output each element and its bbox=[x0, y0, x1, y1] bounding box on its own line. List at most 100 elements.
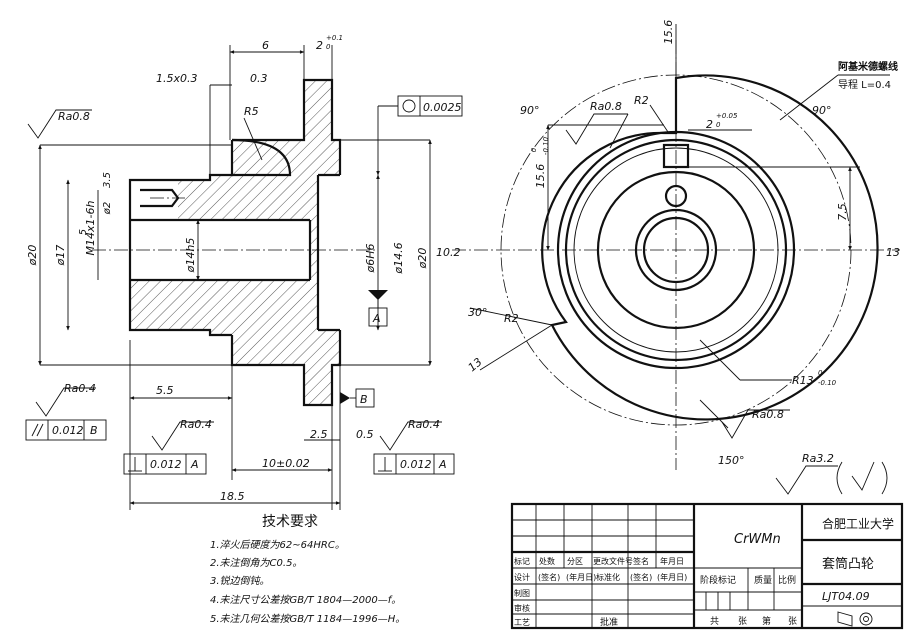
svg-text:A: A bbox=[190, 458, 199, 471]
svg-text:更改文件号: 更改文件号 bbox=[593, 556, 633, 566]
svg-text:张: 张 bbox=[788, 616, 797, 627]
svg-text:第: 第 bbox=[762, 615, 771, 627]
svg-text:0.012: 0.012 bbox=[52, 424, 84, 437]
svg-text:ø14h5: ø14h5 bbox=[184, 238, 197, 274]
svg-text:3.5: 3.5 bbox=[102, 172, 113, 188]
svg-text:Ra0.4: Ra0.4 bbox=[64, 382, 96, 395]
projection-symbol bbox=[837, 611, 853, 627]
svg-text:30°: 30° bbox=[468, 306, 488, 319]
svg-text:ø14.6: ø14.6 bbox=[392, 242, 405, 274]
svg-text:(年月日): (年月日) bbox=[566, 572, 596, 582]
hatch-body bbox=[130, 80, 340, 405]
svg-text:CrWMn: CrWMn bbox=[734, 532, 781, 547]
svg-text:R2: R2 bbox=[504, 312, 519, 325]
svg-text:-0.10: -0.10 bbox=[542, 136, 550, 155]
svg-text:阶段标记: 阶段标记 bbox=[700, 574, 736, 586]
svg-text:7.5: 7.5 bbox=[836, 203, 849, 221]
svg-text:(年月日): (年月日) bbox=[657, 572, 687, 582]
svg-text:比例: 比例 bbox=[778, 574, 796, 586]
svg-text:(签名): (签名) bbox=[630, 572, 652, 582]
svg-text:共: 共 bbox=[710, 616, 719, 627]
svg-text:Ra0.4: Ra0.4 bbox=[180, 418, 212, 431]
svg-text:张: 张 bbox=[738, 616, 747, 627]
svg-text:0: 0 bbox=[530, 147, 538, 152]
svg-text:0.012: 0.012 bbox=[150, 458, 182, 471]
svg-text:1.淬火后硬度为62~64HRC。: 1.淬火后硬度为62~64HRC。 bbox=[210, 539, 345, 551]
svg-text:5.未注几何公差按GB/T 1184—1996—H。: 5.未注几何公差按GB/T 1184—1996—H。 bbox=[210, 613, 405, 625]
svg-text:10±0.02: 10±0.02 bbox=[262, 457, 310, 470]
general-ra-symbol bbox=[775, 465, 838, 495]
front-dim-text: 6 2 +0.1 0 1.5x0.3 0.3 R5 Ra0.8 0.0025 ø… bbox=[26, 34, 462, 503]
svg-text:质量: 质量 bbox=[754, 574, 772, 586]
svg-text:18.5: 18.5 bbox=[220, 490, 245, 503]
svg-text:签名: 签名 bbox=[633, 556, 649, 566]
svg-text:标准化: 标准化 bbox=[596, 572, 620, 582]
svg-text:处数: 处数 bbox=[539, 556, 555, 566]
svg-text:B: B bbox=[360, 393, 368, 406]
general-ra-text: Ra3.2 bbox=[802, 452, 834, 465]
title-block bbox=[510, 502, 904, 630]
svg-text:10.2: 10.2 bbox=[436, 246, 461, 259]
svg-text:150°: 150° bbox=[718, 454, 745, 467]
svg-text:0: 0 bbox=[326, 43, 331, 51]
svg-text:4.未注尺寸公差按GB/T 1804—2000—f。: 4.未注尺寸公差按GB/T 1804—2000—f。 bbox=[210, 594, 401, 606]
svg-text:A: A bbox=[438, 458, 447, 471]
svg-text:Ra0.8: Ra0.8 bbox=[752, 408, 784, 421]
svg-text:15.6: 15.6 bbox=[662, 20, 675, 45]
svg-text:A: A bbox=[372, 312, 381, 325]
svg-text:Ra0.8: Ra0.8 bbox=[58, 110, 90, 123]
svg-text:0: 0 bbox=[818, 369, 823, 377]
svg-text:+0.1: +0.1 bbox=[326, 34, 343, 42]
svg-text:ø20: ø20 bbox=[416, 248, 429, 270]
svg-text:-0.10: -0.10 bbox=[818, 379, 837, 387]
side-dim-text: 15.6 阿基米德螺线 导程 L=0.4 90° 90° Ra0.8 R2 2 … bbox=[436, 20, 900, 467]
svg-text:ø17: ø17 bbox=[54, 245, 67, 267]
side-view bbox=[452, 24, 900, 470]
svg-text:设计: 设计 bbox=[514, 572, 530, 582]
svg-text:技术要求: 技术要求 bbox=[262, 514, 318, 530]
svg-text:R5: R5 bbox=[244, 105, 259, 118]
svg-text:2.未注倒角为C0.5。: 2.未注倒角为C0.5。 bbox=[210, 557, 302, 569]
svg-text:13: 13 bbox=[886, 246, 900, 259]
front-section-view bbox=[92, 78, 378, 407]
svg-text:Ra0.8: Ra0.8 bbox=[590, 100, 622, 113]
svg-text:套筒凸轮: 套筒凸轮 bbox=[822, 556, 874, 572]
svg-text:0: 0 bbox=[716, 121, 721, 129]
svg-text:阿基米德螺线: 阿基米德螺线 bbox=[838, 60, 898, 73]
svg-text:0.5: 0.5 bbox=[356, 428, 374, 441]
svg-text:导程 L=0.4: 导程 L=0.4 bbox=[838, 79, 891, 91]
svg-text:0.0025: 0.0025 bbox=[423, 101, 462, 114]
svg-text:ø6H6: ø6H6 bbox=[364, 244, 377, 274]
svg-text:B: B bbox=[90, 424, 98, 437]
svg-text:R13: R13 bbox=[792, 374, 814, 387]
svg-text:(签名): (签名) bbox=[538, 572, 560, 582]
svg-text:13: 13 bbox=[466, 355, 485, 374]
svg-text:2: 2 bbox=[316, 39, 323, 52]
svg-text:Ra0.4: Ra0.4 bbox=[408, 418, 440, 431]
svg-text:1.5x0.3: 1.5x0.3 bbox=[156, 72, 198, 85]
front-dimensions bbox=[25, 45, 463, 510]
svg-text:+0.05: +0.05 bbox=[716, 112, 738, 120]
svg-text:90°: 90° bbox=[520, 104, 540, 117]
technical-requirements: 技术要求 1.淬火后硬度为62~64HRC。 2.未注倒角为C0.5。 3.锐边… bbox=[210, 514, 405, 625]
svg-text:2.5: 2.5 bbox=[310, 428, 328, 441]
svg-text:R2: R2 bbox=[634, 94, 649, 107]
svg-text:标记: 标记 bbox=[514, 556, 530, 566]
svg-text:LJT04.09: LJT04.09 bbox=[822, 590, 870, 603]
svg-text:6: 6 bbox=[262, 39, 269, 52]
svg-text:年月日: 年月日 bbox=[660, 556, 684, 566]
svg-text:0.012: 0.012 bbox=[400, 458, 432, 471]
svg-text:0.3: 0.3 bbox=[250, 72, 268, 85]
svg-text:15.6: 15.6 bbox=[534, 164, 547, 189]
svg-text:5.5: 5.5 bbox=[156, 384, 174, 397]
svg-text:2: 2 bbox=[706, 118, 713, 131]
svg-text:M14x1-6h: M14x1-6h bbox=[84, 201, 97, 256]
svg-text:分区: 分区 bbox=[567, 557, 583, 566]
title-block-text: CrWMn 合肥工业大学 套筒凸轮 LJT04.09 标记 处数 分区 更改文件… bbox=[514, 516, 894, 628]
general-ra-bracket bbox=[836, 461, 888, 495]
svg-text:ø2: ø2 bbox=[102, 202, 113, 215]
svg-text:3.锐边倒钝。: 3.锐边倒钝。 bbox=[210, 575, 270, 587]
svg-text:工艺: 工艺 bbox=[514, 618, 530, 627]
svg-text:ø20: ø20 bbox=[26, 245, 39, 267]
